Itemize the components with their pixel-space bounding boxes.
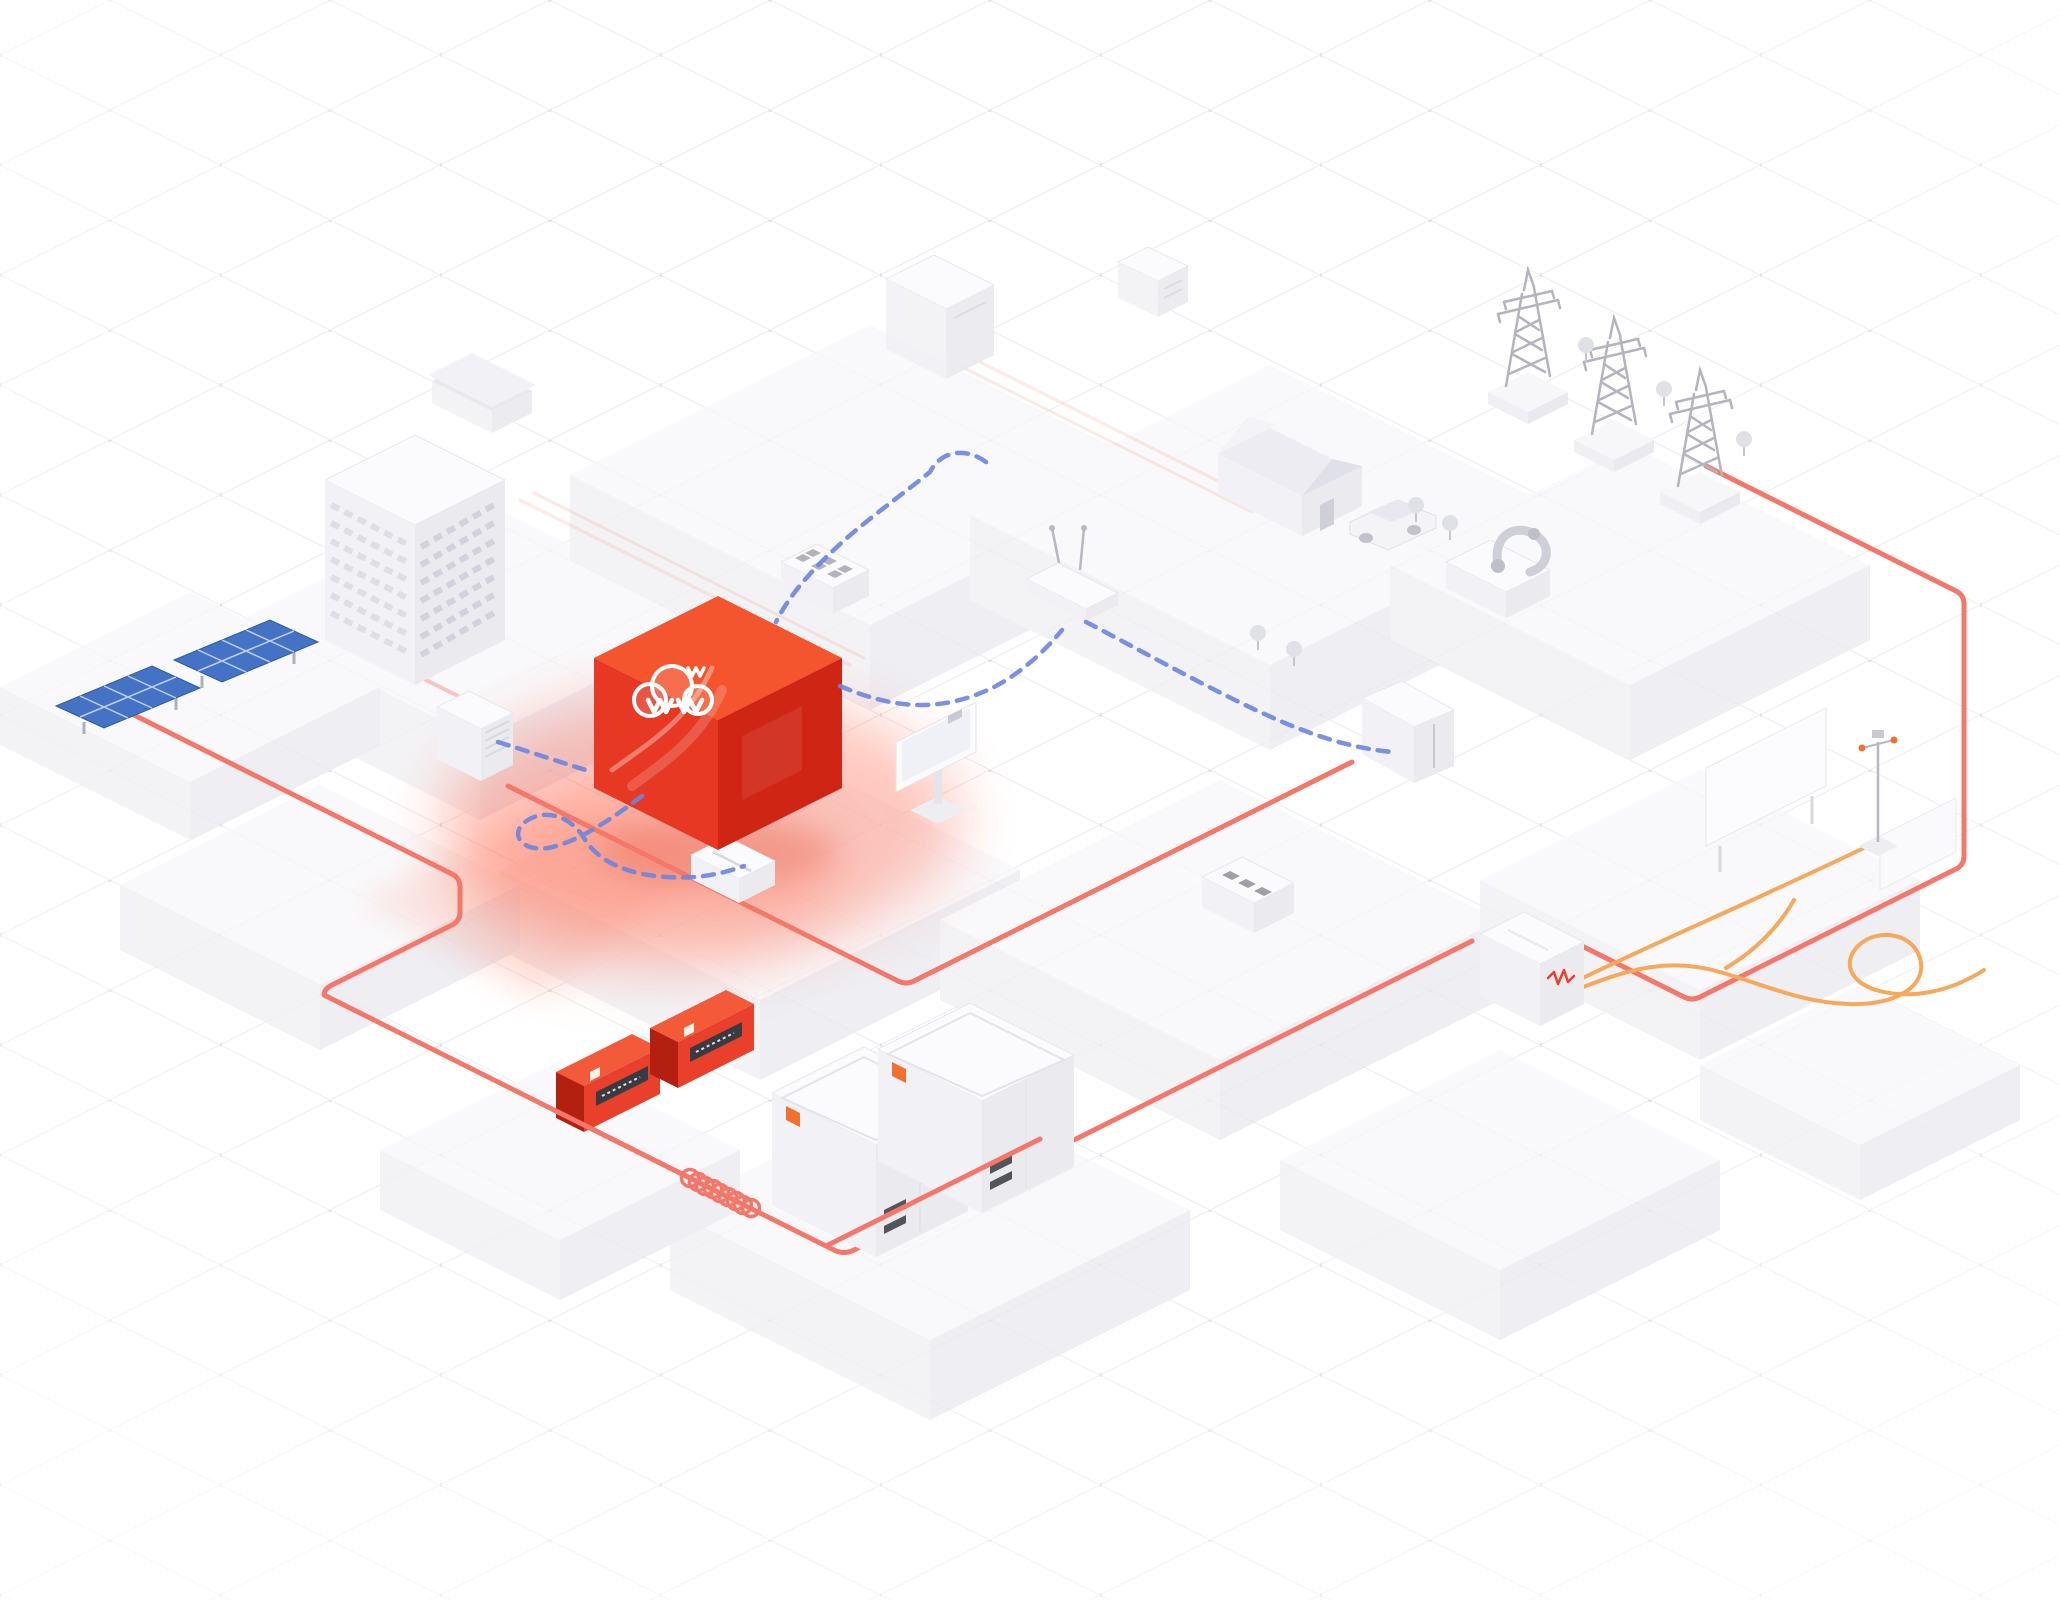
- solar-panel: [172, 619, 320, 688]
- platform: [1700, 985, 2020, 1200]
- solar-panel: [54, 665, 202, 734]
- junction-device: [1200, 856, 1296, 933]
- platform: [1390, 445, 1870, 760]
- server-box: [884, 254, 996, 379]
- platform: [120, 785, 520, 1050]
- load-line-b: [1560, 932, 1986, 1007]
- comms-link-router: [837, 627, 1065, 708]
- comms-link-loop: [515, 793, 747, 880]
- smart-meter-panel: [779, 543, 871, 614]
- battery-inverter: [1478, 911, 1586, 1026]
- building-windows: [419, 499, 501, 658]
- small-house: [428, 353, 536, 433]
- house-door: [1320, 498, 1334, 531]
- inverter-label: [596, 1066, 648, 1106]
- cabinet-vents: [484, 720, 510, 758]
- string-inverter-1: [556, 1034, 660, 1132]
- residential-house: [1218, 417, 1362, 536]
- pv-power-line: [125, 709, 1475, 1255]
- presentation-board: [1705, 707, 1827, 872]
- inverter-label: [690, 1022, 742, 1062]
- comms-link-cabinet: [495, 739, 595, 775]
- coil-section-1: [679, 1167, 762, 1219]
- solar-panel-array: [54, 619, 320, 734]
- cloud-platform-cube: [594, 596, 842, 850]
- cloud-waveform-logo: [632, 664, 714, 718]
- brand-square: [786, 1106, 800, 1127]
- brand-square: [892, 1062, 906, 1083]
- inverter-logo: [590, 1067, 600, 1081]
- power-line-overlays: [553, 1108, 1043, 1249]
- meter-cells: [795, 549, 853, 578]
- panel-grid: [197, 629, 295, 673]
- side-panel: [1879, 797, 1957, 891]
- monitor-tab: [948, 709, 962, 724]
- load-line-a: [1560, 840, 1878, 990]
- weather-station: [1858, 730, 1898, 856]
- printer-box: [689, 836, 777, 903]
- device-vents: [1222, 871, 1272, 896]
- panel-grid: [79, 675, 177, 719]
- desktop-monitor: [895, 701, 977, 824]
- platform: [1280, 1050, 1720, 1340]
- platform: [940, 780, 1500, 1140]
- heartbeat-icon: [1546, 968, 1576, 986]
- grid-power-line: [1563, 463, 1967, 1002]
- battery-cabinet: [1360, 680, 1456, 783]
- cube-right: [718, 658, 842, 850]
- robotic-arm: [1444, 525, 1552, 618]
- load-line-c: [1724, 898, 1796, 970]
- storage-container-2: [876, 1002, 1076, 1213]
- office-building: [323, 434, 507, 685]
- comms-link-battery: [1083, 619, 1395, 755]
- string-inverter-2: [650, 990, 754, 1088]
- distribution-line: [505, 759, 1355, 986]
- comms-link-top: [773, 450, 989, 625]
- load-lines: [1560, 840, 1986, 1007]
- wifi-router: [1024, 525, 1120, 621]
- wall-device: [1116, 246, 1190, 317]
- comms-links: [495, 450, 1395, 880]
- control-cabinet: [435, 690, 515, 781]
- inverter-logo: [684, 1023, 694, 1037]
